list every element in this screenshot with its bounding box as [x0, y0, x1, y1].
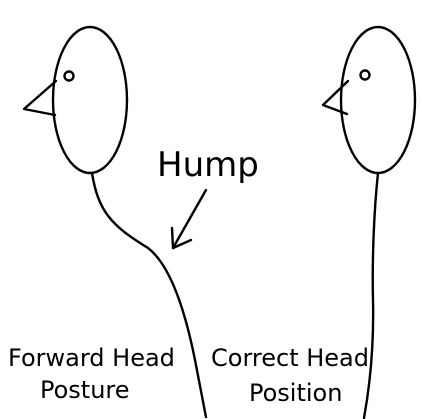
- hump-label: Hump: [157, 145, 259, 185]
- left-nose: [24, 81, 56, 115]
- right-head: [341, 27, 415, 173]
- left-caption-line2: Posture: [40, 376, 130, 404]
- right-caption-line2: Position: [249, 379, 342, 407]
- hump-arrow: [172, 190, 206, 248]
- right-neck-back: [364, 173, 378, 418]
- left-eye: [65, 72, 74, 81]
- right-caption-line1: Correct Head: [211, 344, 369, 372]
- left-caption-line1: Forward Head: [8, 344, 175, 372]
- right-eye: [361, 71, 370, 80]
- left-head: [53, 27, 127, 173]
- hump-arrow-shaft: [173, 190, 206, 248]
- right-nose: [323, 81, 348, 114]
